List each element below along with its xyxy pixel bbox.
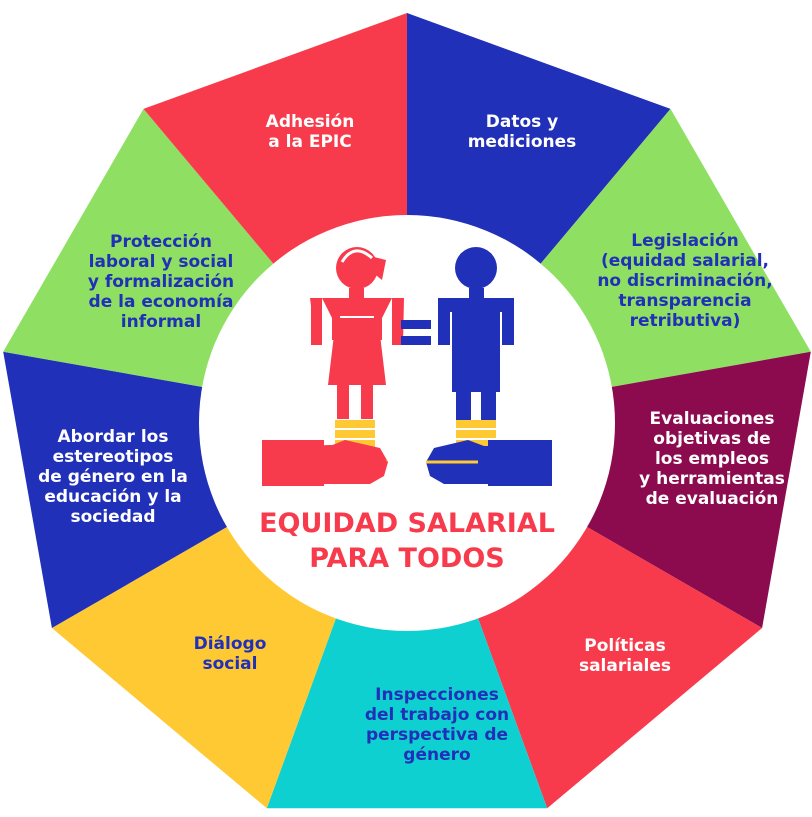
boy-figure-icon: [438, 247, 514, 420]
segment-label-line: y formalización: [88, 272, 234, 292]
segment-label-line: Evaluaciones: [650, 409, 775, 429]
center-title-line2: PARA TODOS: [309, 543, 504, 574]
segment-label-line: los empleos: [655, 449, 769, 469]
girl-figure-icon: [310, 247, 404, 419]
segment-label-line: objetivas de: [653, 429, 770, 449]
segment-label-line: laboral y social: [89, 252, 234, 272]
segment-label-line: transparencia: [618, 291, 751, 311]
segment-label-line: Protección: [110, 232, 212, 252]
equal-pay-illustration: [262, 247, 552, 486]
segment-label-line: retributiva): [630, 311, 741, 331]
segment-label-line: de género en la: [38, 467, 188, 487]
segment-label-line: Datos y: [486, 112, 559, 132]
segment-label-line: salariales: [579, 656, 671, 676]
segment-label-line: Inspecciones: [375, 685, 499, 705]
segment-label-line: a la EPIC: [268, 132, 351, 152]
segment-label-line: Políticas: [584, 636, 665, 656]
segment-label-line: (equidad salarial,: [601, 251, 769, 271]
segment-label-line: Abordar los: [58, 427, 169, 447]
segment-label-line: Adhesión: [266, 112, 355, 132]
segment-label-line: perspectiva de: [366, 725, 508, 745]
segment-label-line: estereotipos: [53, 447, 174, 467]
center-title-line1: EQUIDAD SALARIAL: [259, 508, 555, 539]
segment-label-line: de la economía: [89, 292, 234, 312]
segment-label-line: y herramientas: [639, 469, 785, 489]
segment-label-line: de evaluación: [646, 489, 779, 509]
pink-hand-icon: [262, 440, 388, 486]
segment-label-line: mediciones: [468, 132, 577, 152]
equals-icon: [401, 320, 431, 345]
segment-label-line: del trabajo con: [365, 705, 509, 725]
segment-label-line: social: [202, 654, 257, 674]
segment-label-line: informal: [121, 312, 201, 332]
blue-hand-icon: [426, 440, 552, 486]
segment-label-line: educación y la: [44, 487, 181, 507]
segment-label-line: no discriminación,: [597, 271, 772, 291]
segment-label: Legislación(equidad salarial,no discrimi…: [597, 231, 772, 331]
segment-label-line: sociedad: [70, 507, 155, 527]
segment-label-line: Diálogo: [194, 634, 267, 654]
segment-label-line: género: [403, 745, 470, 765]
segment-label-line: Legislación: [631, 231, 738, 251]
